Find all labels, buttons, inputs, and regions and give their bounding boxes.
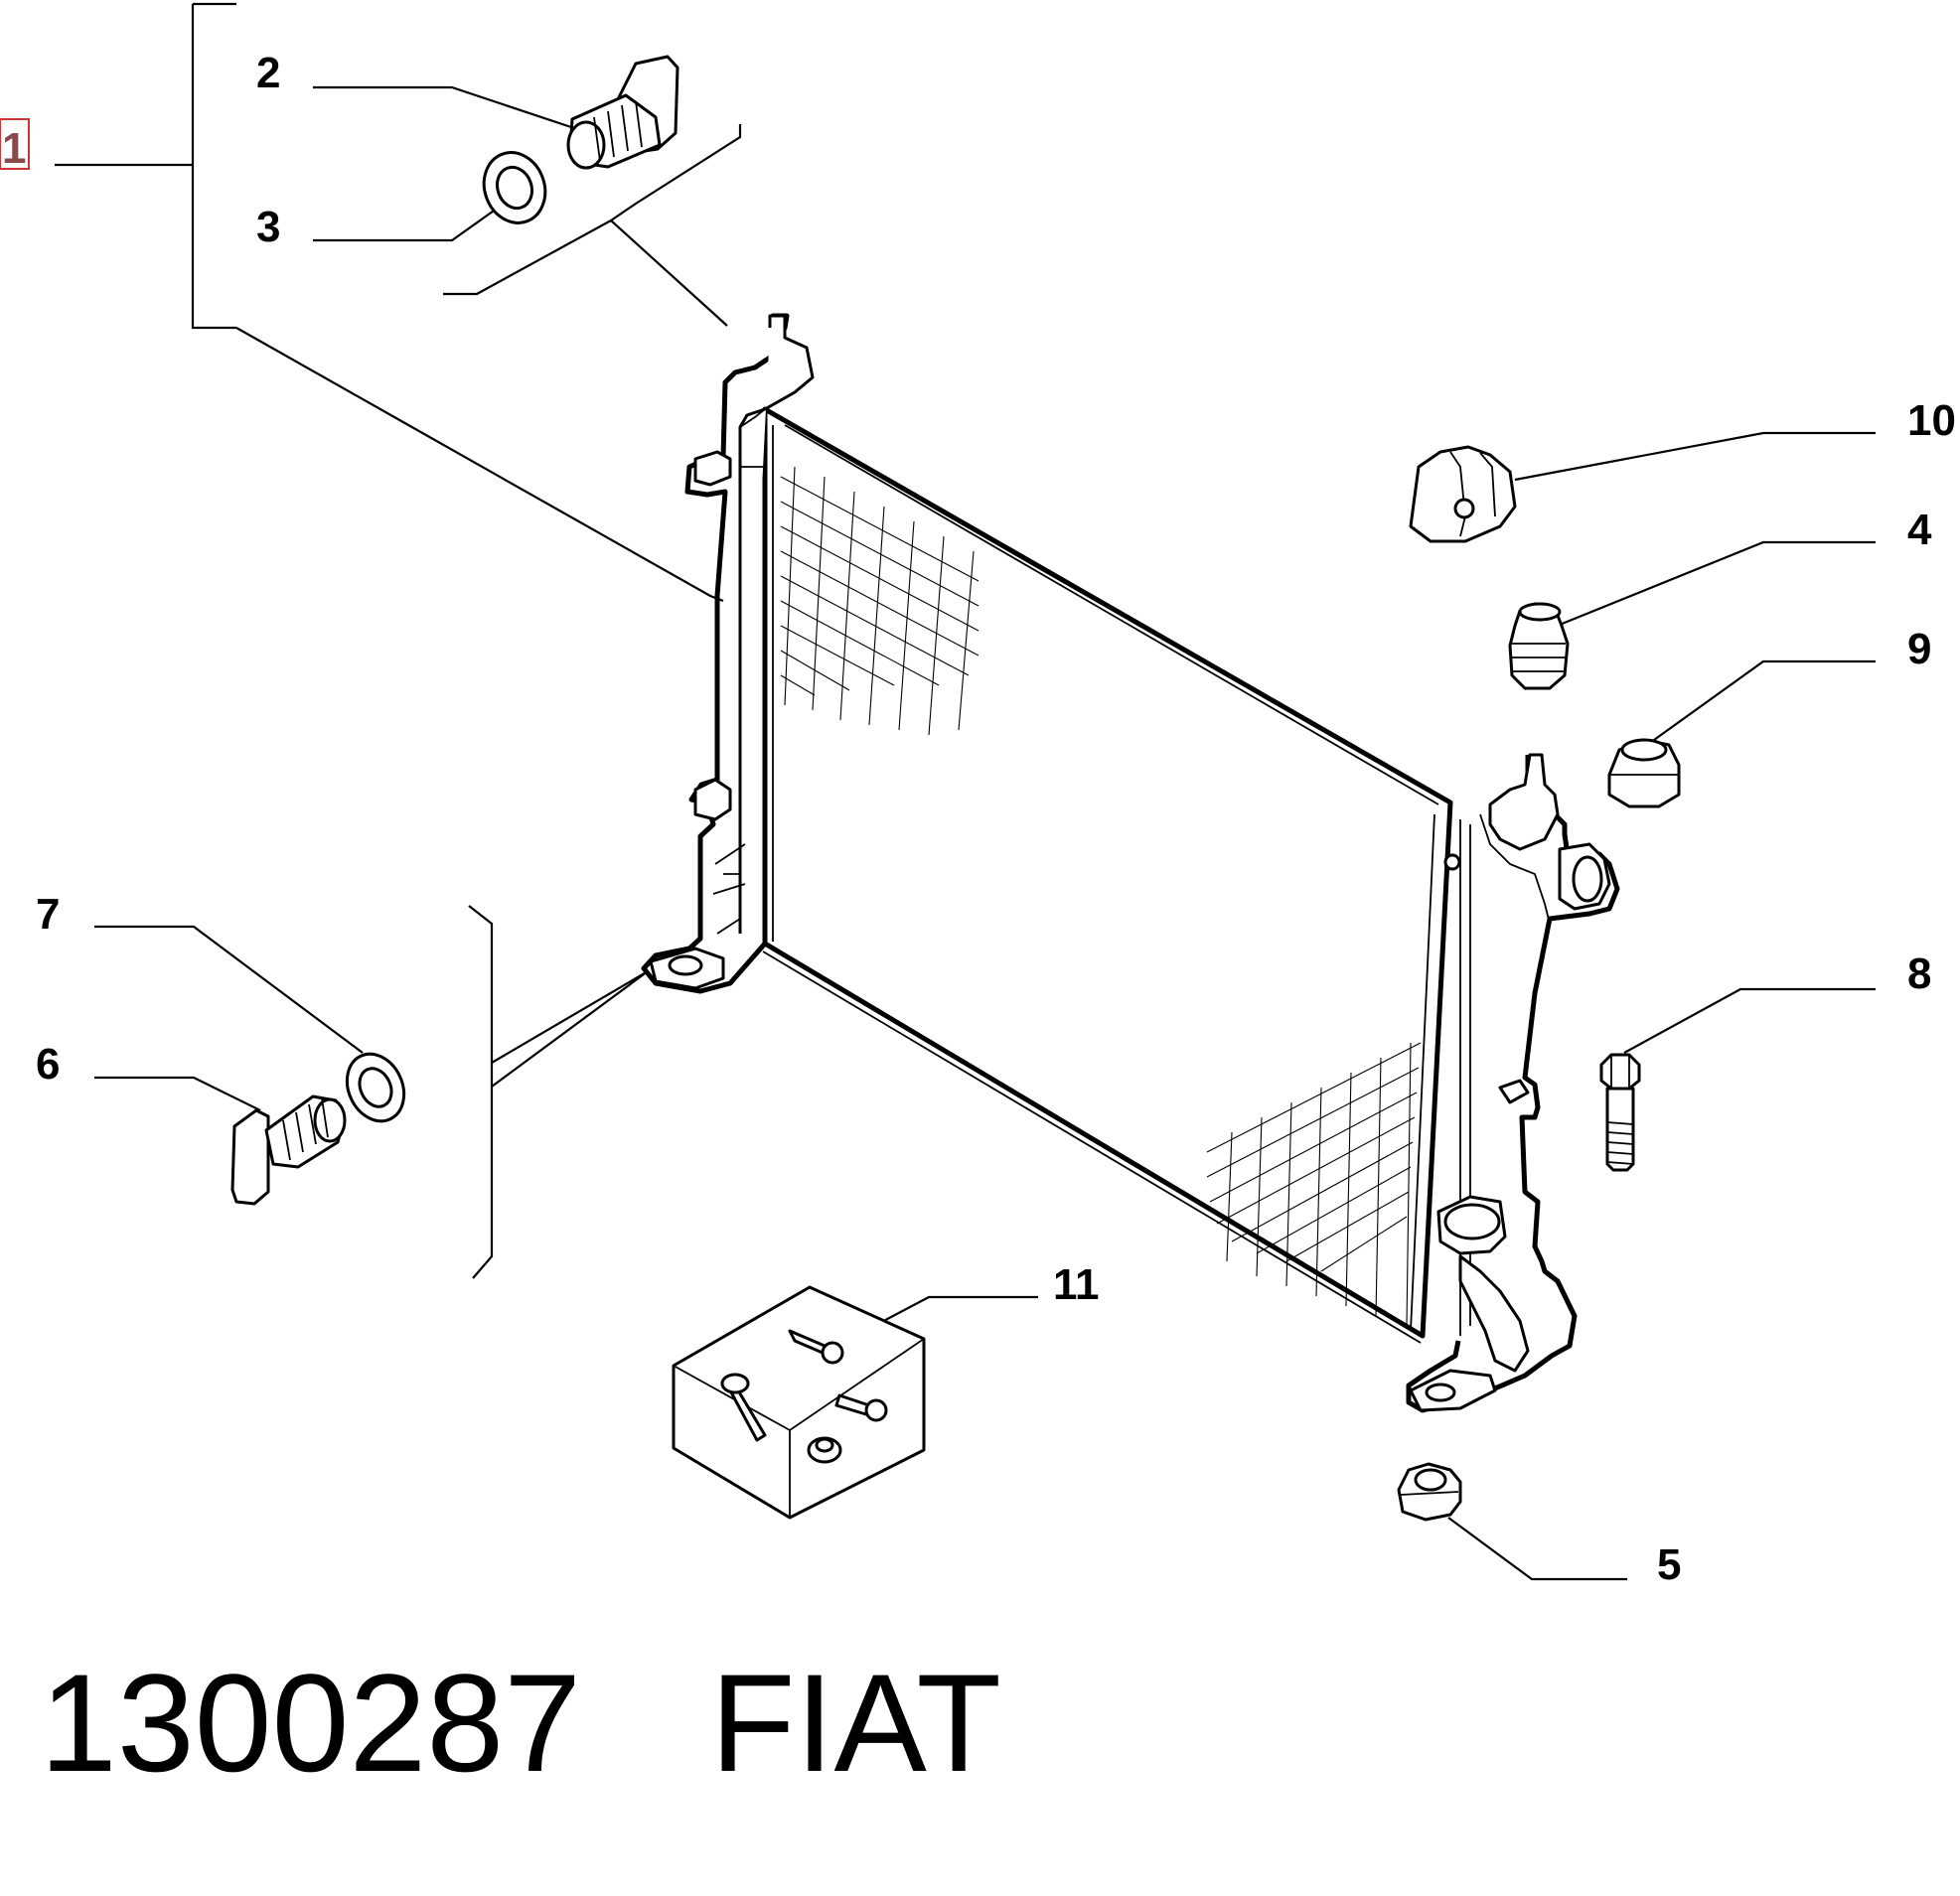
callout-6-leader: [94, 1076, 261, 1111]
callout-1-leader: [55, 2, 724, 603]
seal-ring-top-part: [482, 151, 547, 224]
callout-5-label[interactable]: 5: [1657, 1540, 1681, 1589]
callout-4-label[interactable]: 4: [1907, 506, 1932, 554]
callout-6-label[interactable]: 6: [36, 1040, 60, 1089]
lower-mount-bushing-part: [1397, 1462, 1462, 1522]
callout-8-leader: [1623, 987, 1876, 1054]
callout-4-leader: [1544, 540, 1876, 633]
callout-5-leader: [1447, 1517, 1627, 1581]
callout-11-leader: [873, 1295, 1038, 1327]
callout-2-leader: [313, 85, 572, 129]
callout-9-leader: [1653, 659, 1876, 741]
radiator-assembly: [641, 313, 1620, 1413]
mounting-bushing-large-part: [1409, 445, 1517, 543]
drain-plug-bottom-part: [230, 1094, 347, 1206]
brand-name: FIAT: [710, 1645, 1001, 1801]
part-number: 1300287: [40, 1645, 582, 1801]
drain-plug-top-part: [566, 55, 679, 170]
callout-11-label[interactable]: 11: [1053, 1260, 1100, 1309]
callout-2-label[interactable]: 2: [256, 49, 280, 97]
callout-1-highlight-box[interactable]: [0, 118, 30, 170]
mounting-pad-part: [1607, 738, 1681, 808]
hex-bolt-part: [1599, 1053, 1641, 1172]
callout-7-leader: [94, 925, 364, 1054]
top-pointer-leader: [443, 124, 742, 327]
callout-3-label[interactable]: 3: [256, 203, 280, 251]
callout-1-label[interactable]: 1: [2, 124, 26, 173]
rubber-grommet-part: [1508, 602, 1570, 690]
bottom-pointer-leader: [468, 905, 649, 1279]
callout-10-leader: [1514, 431, 1876, 482]
callout-9-label[interactable]: 9: [1907, 625, 1931, 673]
fastener-kit-part: [672, 1285, 926, 1520]
callout-10-label[interactable]: 10: [1907, 396, 1956, 445]
seal-ring-bottom-part: [345, 1052, 406, 1123]
callout-3-leader: [313, 208, 498, 242]
callout-7-label[interactable]: 7: [36, 890, 60, 939]
callout-8-label[interactable]: 8: [1907, 949, 1931, 998]
